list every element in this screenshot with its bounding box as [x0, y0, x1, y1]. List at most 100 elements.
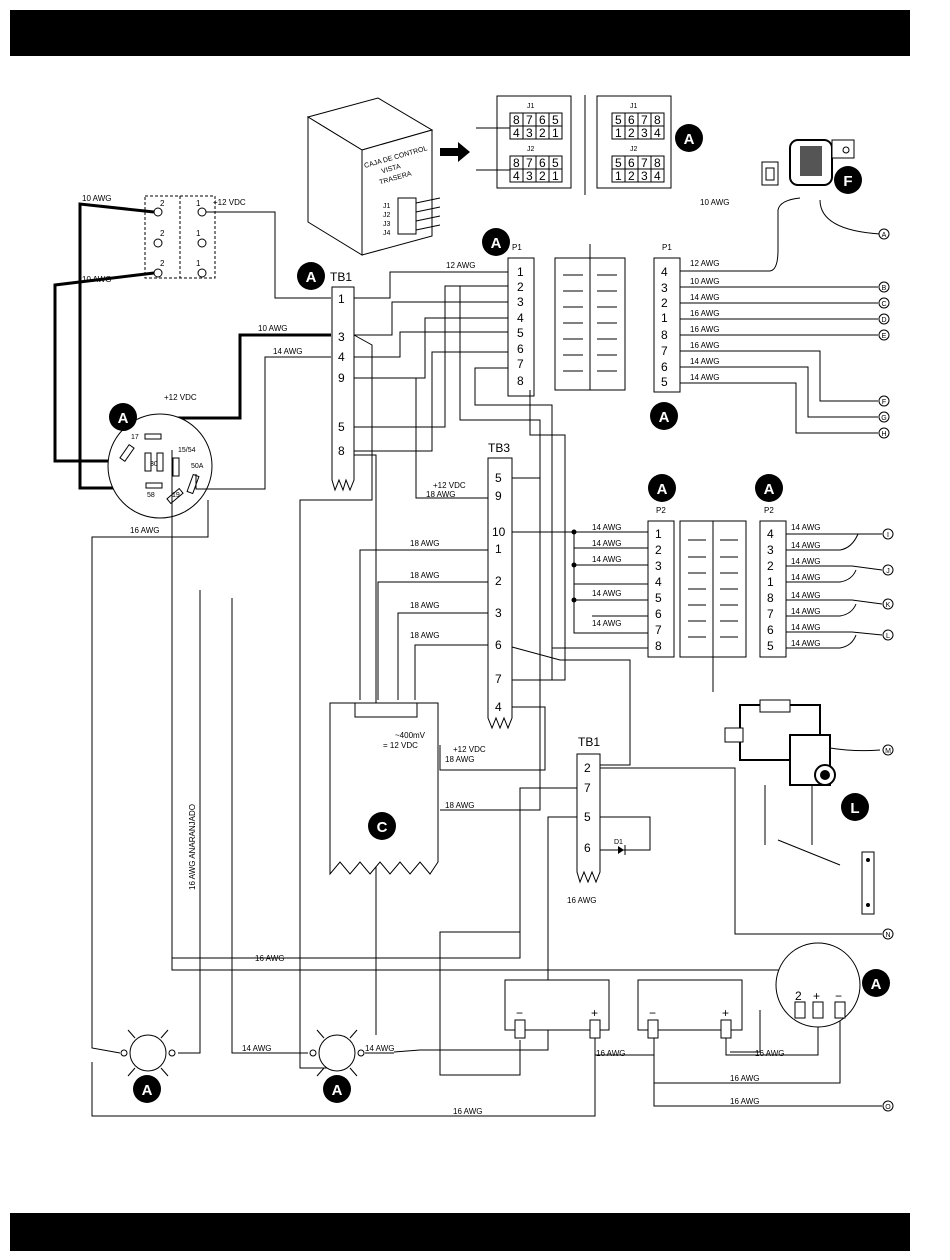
- p1r-awg-6: 14 AWG: [690, 357, 720, 366]
- right-j1-b2: 3: [641, 126, 648, 140]
- p1r-awg-1: 10 AWG: [690, 277, 720, 286]
- svg-text:A: A: [332, 1082, 343, 1099]
- terminal-J: J: [882, 564, 894, 576]
- tb3-pin-9: 9: [495, 489, 502, 503]
- lamp-icon: [120, 1029, 176, 1077]
- left-j1-b0: 4: [513, 126, 520, 140]
- terminal-I: I: [882, 528, 894, 540]
- tb1r-pin-2: 2: [584, 761, 591, 775]
- badge-a-lamp1: A: [133, 1075, 161, 1103]
- ign-pin-58: 58: [147, 492, 155, 499]
- tb1r-awg: 16 AWG: [567, 896, 597, 905]
- svg-text:M: M: [885, 748, 891, 755]
- right-j1-t0: 5: [615, 113, 622, 127]
- p2r-awg-5: 14 AWG: [791, 607, 821, 616]
- p2r-awg-4: 14 AWG: [791, 591, 821, 600]
- right-j2-label: J2: [630, 146, 638, 153]
- svg-text:A: A: [118, 410, 129, 427]
- connector-view-left: J1 8 7 6 5 4 3 2 1 J2 8 7 6 5 4 3 2 1: [476, 95, 572, 189]
- p2r-awg-0: 14 AWG: [791, 523, 821, 532]
- awg-16-left: 16 AWG: [130, 526, 160, 535]
- batt-awg-c: 16 AWG: [730, 1074, 760, 1083]
- p2l-awg-2: 14 AWG: [592, 555, 622, 564]
- terminal-C: C: [878, 297, 890, 309]
- tb1-awg-14: 14 AWG: [273, 347, 303, 356]
- terminal-G: G: [878, 411, 890, 423]
- tb3-pin-2: 2: [495, 574, 502, 588]
- terminal-E: E: [878, 329, 890, 341]
- badge-a-gauge: A: [862, 969, 890, 997]
- tb1-awg-12: 12 AWG: [446, 261, 476, 270]
- p2r-pin-1: 3: [767, 543, 774, 557]
- left-j1-t3: 5: [552, 113, 559, 127]
- left-j2-label: J2: [527, 146, 535, 153]
- lamp-icon: [309, 1029, 365, 1077]
- module-c-awg-b: 18 AWG: [445, 801, 475, 810]
- orange-wire-label: 16 AWG ANARANJADO: [188, 804, 197, 890]
- badge-a-p2r: A: [755, 474, 783, 502]
- p2r-pin-5: 7: [767, 607, 774, 621]
- left-j1-t2: 6: [539, 113, 546, 127]
- batt-awg-d: 16 AWG: [730, 1097, 760, 1106]
- batt-awg-a: 16 AWG: [596, 1049, 626, 1058]
- p2r-pin-2: 2: [767, 559, 774, 573]
- svg-text:A: A: [659, 409, 670, 426]
- footer-bar: [10, 1213, 910, 1251]
- battery-icon: [637, 979, 743, 1039]
- p1l-pin-5: 5: [517, 326, 524, 340]
- diode-label: D1: [614, 839, 623, 846]
- ign-pin-17: 17: [131, 434, 139, 441]
- svg-text:A: A: [491, 235, 502, 252]
- tb3-pin-5: 5: [495, 471, 502, 485]
- arrow-right-icon: [440, 142, 470, 162]
- terminal-H: H: [878, 427, 890, 439]
- terminal-K: K: [882, 598, 894, 610]
- right-j1-b3: 4: [654, 126, 661, 140]
- badge-a-control: A: [675, 124, 703, 152]
- svg-text:C: C: [377, 819, 388, 836]
- right-j2-b2: 3: [641, 169, 648, 183]
- relay-pin1-a: 1: [196, 199, 201, 208]
- svg-text:A: A: [142, 1082, 153, 1099]
- left-j1-t1: 7: [526, 113, 533, 127]
- left-j2-t2: 6: [539, 156, 546, 170]
- lamp-awg-left: 14 AWG: [242, 1044, 272, 1053]
- svg-text:A: A: [871, 976, 882, 993]
- p2r-pin-6: 6: [767, 623, 774, 637]
- module-c-box: [329, 702, 439, 876]
- left-j2-b3: 1: [552, 169, 559, 183]
- p1l-pin-7: 7: [517, 357, 524, 371]
- terminal-L: L: [882, 629, 894, 641]
- tb1-awg-10: 10 AWG: [258, 324, 288, 333]
- diode-icon: [600, 816, 651, 855]
- awg-16-bot: 16 AWG: [453, 1107, 483, 1116]
- terminal-M: M: [882, 744, 894, 756]
- tb3-pin-3: 3: [495, 606, 502, 620]
- left-j2-t0: 8: [513, 156, 520, 170]
- p1r-awg-5: 16 AWG: [690, 341, 720, 350]
- right-j1-b0: 1: [615, 126, 622, 140]
- svg-text:A: A: [764, 481, 775, 498]
- tb1r-pin-6: 6: [584, 841, 591, 855]
- svg-text:E: E: [882, 333, 887, 340]
- p2l-awg-0: 14 AWG: [592, 523, 622, 532]
- svg-text:D: D: [881, 317, 886, 324]
- tb1r-pin-5: 5: [584, 810, 591, 824]
- fuse-holder-icon: [761, 139, 855, 186]
- gauge-label-plus: +: [813, 989, 820, 1003]
- p2r-awg-2: 14 AWG: [791, 557, 821, 566]
- port-j1-label: J1: [383, 203, 391, 210]
- badge-a-lamp2: A: [323, 1075, 351, 1103]
- ign-pin-30: 30: [150, 461, 158, 468]
- p2r-awg-1: 14 AWG: [791, 541, 821, 550]
- tb3-awg18-3: 18 AWG: [410, 601, 440, 610]
- p2r-pin-3: 1: [767, 575, 774, 589]
- svg-text:H: H: [881, 431, 886, 438]
- p2r-awg-6: 14 AWG: [791, 623, 821, 632]
- relay-pin2-a: 2: [160, 199, 165, 208]
- connector-view-right: J1 5 6 7 8 1 2 3 4 J2 5 6 7 8 1 2 3 4: [596, 95, 672, 189]
- svg-text:G: G: [881, 415, 886, 422]
- badge-a-p1: A: [482, 228, 510, 256]
- badge-l: L: [841, 793, 869, 821]
- p2r-awg-3: 14 AWG: [791, 573, 821, 582]
